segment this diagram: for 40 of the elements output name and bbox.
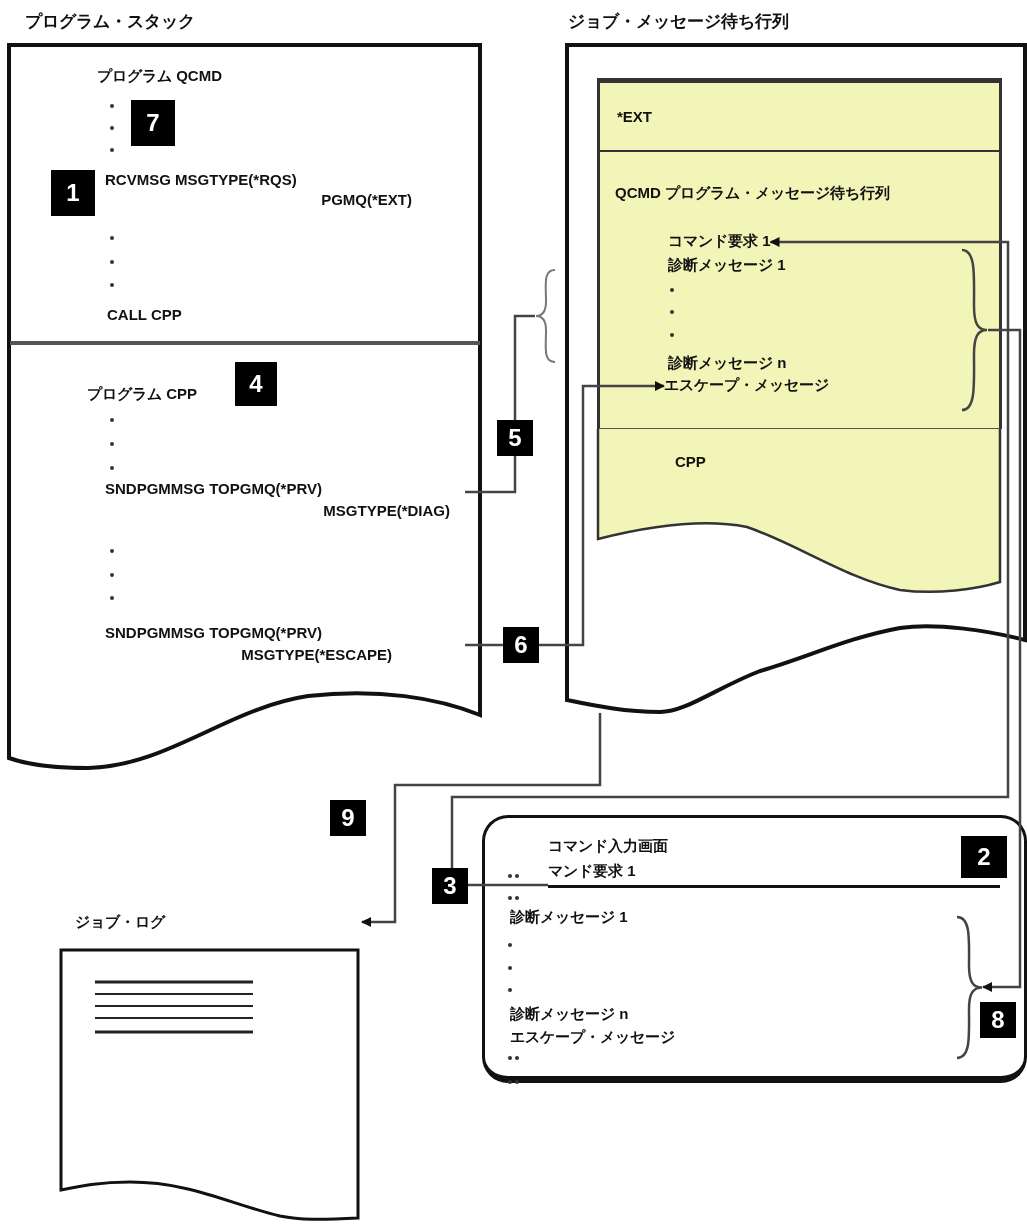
- brace: [955, 915, 983, 1060]
- message-text: 診断メッセージ 1: [510, 906, 628, 928]
- code-text: CALL CPP: [107, 305, 182, 325]
- queue-section: [597, 78, 1002, 152]
- queue-section: [597, 429, 1002, 595]
- callout-number: 9: [330, 800, 366, 836]
- code-text: RCVMSG MSGTYPE(*RQS) PGMQ(*EXT): [105, 170, 412, 210]
- callout-number: 4: [235, 362, 277, 406]
- heading: プログラム・スタック: [25, 12, 195, 32]
- heading: プログラム QCMD: [97, 66, 222, 86]
- callout-number: 5: [497, 420, 533, 456]
- connector-line: [450, 237, 1010, 887]
- message-text: エスケープ・メッセージ: [510, 1026, 675, 1048]
- display-screen: [482, 815, 1027, 1083]
- connector-line: [982, 328, 1022, 992]
- message-text: 診断メッセージ n: [668, 352, 787, 374]
- brace: [535, 268, 557, 364]
- message-text: コマンド要求 1: [668, 230, 771, 254]
- connector-line: [361, 713, 602, 927]
- heading: コマンド入力画面: [548, 836, 668, 856]
- callout-number: 1: [51, 170, 95, 216]
- message-text: エスケープ・メッセージ: [664, 374, 829, 398]
- section-label: QCMD プログラム・メッセージ待ち行列: [615, 183, 890, 203]
- section-label: *EXT: [617, 107, 652, 127]
- callout-number: 2: [961, 836, 1007, 878]
- callout-number: 3: [432, 868, 468, 904]
- callout-number: 6: [503, 627, 539, 663]
- heading: ジョブ・ログ: [75, 912, 165, 932]
- brace: [960, 248, 988, 412]
- callout-number: 7: [131, 100, 175, 146]
- message-text: 診断メッセージ 1: [668, 254, 786, 276]
- queue-section: [597, 152, 1002, 429]
- code-text: SNDPGMMSG TOPGMQ(*PRV) MSGTYPE(*DIAG): [105, 478, 465, 526]
- heading: ジョブ・メッセージ待ち行列: [568, 12, 789, 32]
- connector-line: [465, 381, 665, 647]
- heading: プログラム CPP: [87, 384, 197, 404]
- callout-number: 8: [980, 1002, 1016, 1038]
- code-text: SNDPGMMSG TOPGMQ(*PRV) MSGTYPE(*ESCAPE): [105, 622, 465, 670]
- message-text: 診断メッセージ n: [510, 1003, 629, 1025]
- section-label: CPP: [675, 452, 706, 472]
